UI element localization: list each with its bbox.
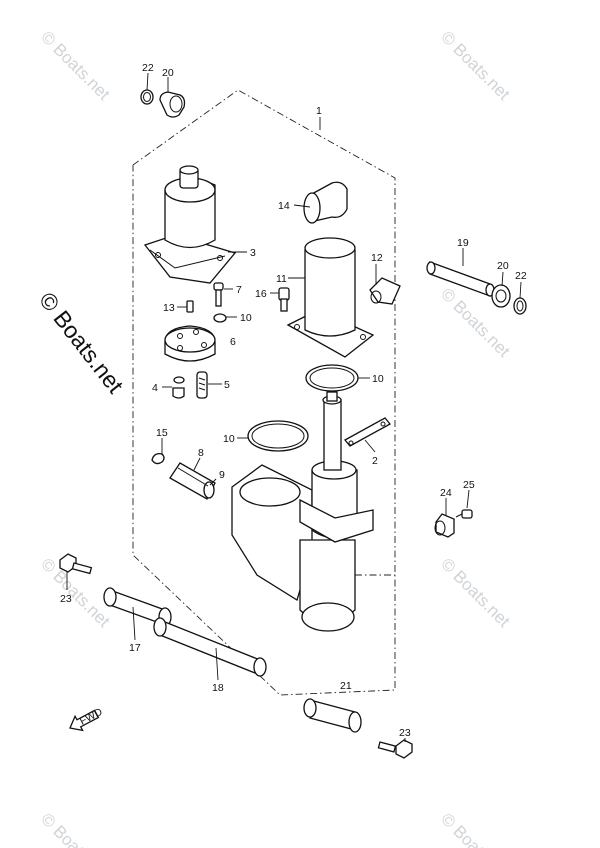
label-part-18: 18 xyxy=(212,682,224,694)
bushing-24 xyxy=(434,513,455,538)
watermark-top-right: © Boats.net xyxy=(437,27,514,104)
label-part-5: 5 xyxy=(224,379,230,391)
fwd-arrow: FWD xyxy=(69,706,105,732)
label-part-21: 21 xyxy=(340,680,352,692)
snap-ring-22-top xyxy=(140,89,154,105)
o-ring-10-small xyxy=(213,313,227,323)
label-part-12: 12 xyxy=(371,252,383,264)
watermark-bottom-left: © Boats.net xyxy=(37,809,114,848)
label-part-23-bottom: 23 xyxy=(399,727,411,739)
pin-13 xyxy=(186,300,194,313)
bolt-23-bottom xyxy=(377,739,413,759)
pump-6 xyxy=(164,325,216,362)
plate-2 xyxy=(343,417,392,447)
label-part-9: 9 xyxy=(219,469,225,481)
cap-14 xyxy=(303,181,348,224)
label-part-24: 24 xyxy=(440,487,452,499)
label-part-23-left: 23 xyxy=(60,593,72,605)
valve-16 xyxy=(278,287,290,312)
label-part-20-top: 20 xyxy=(162,67,174,79)
label-part-14: 14 xyxy=(278,200,290,212)
watermark-lower-right: © Boats.net xyxy=(437,554,514,631)
label-part-8: 8 xyxy=(198,447,204,459)
watermark-bottom-right: © Boats.net xyxy=(437,809,514,848)
label-part-11: 11 xyxy=(276,273,287,285)
label-part-2: 2 xyxy=(372,455,378,467)
trim-motor-3 xyxy=(143,165,237,284)
label-part-10-lower: 10 xyxy=(223,433,235,445)
label-part-4: 4 xyxy=(152,382,158,394)
sleeve-21 xyxy=(303,698,362,733)
plug-12 xyxy=(369,277,401,305)
bushing-20-top xyxy=(159,91,186,118)
label-part-7: 7 xyxy=(236,284,242,296)
label-part-22-top: 22 xyxy=(142,62,154,74)
label-part-6: 6 xyxy=(230,336,236,348)
watermark-top-left: © Boats.net xyxy=(37,27,114,104)
label-part-16: 16 xyxy=(255,288,267,300)
label-part-25: 25 xyxy=(463,479,475,491)
bolt-25 xyxy=(455,509,473,519)
snap-ring-22-right xyxy=(513,297,527,315)
part-number-labels: 1 22 20 14 3 11 12 19 20 22 16 7 13 10 6… xyxy=(60,62,527,739)
watermark-prominent: © Boats.net xyxy=(34,287,129,398)
label-part-17: 17 xyxy=(129,642,141,654)
label-part-3: 3 xyxy=(250,247,256,259)
valve-5 xyxy=(196,371,208,399)
bolt-23-left xyxy=(59,553,93,575)
label-part-13: 13 xyxy=(163,302,175,314)
label-part-19: 19 xyxy=(457,237,469,249)
manual-valve-8 xyxy=(169,462,216,500)
label-part-10-small: 10 xyxy=(240,312,252,324)
trim-cylinder-body xyxy=(231,391,374,632)
assembly-boundary xyxy=(132,89,396,696)
label-part-20-right: 20 xyxy=(497,260,509,272)
tube-17 xyxy=(103,587,172,627)
fwd-arrow-label: FWD xyxy=(78,706,105,728)
label-part-15: 15 xyxy=(156,427,168,439)
bolt-7 xyxy=(213,282,224,307)
label-part-22-right: 22 xyxy=(515,270,527,282)
check-4 xyxy=(172,376,185,399)
o-ring-10-upper xyxy=(305,364,359,392)
pin-19 xyxy=(426,261,495,297)
tube-18 xyxy=(153,617,267,677)
clip-15 xyxy=(151,452,165,465)
label-part-1: 1 xyxy=(316,105,322,117)
bushing-20-right xyxy=(491,284,511,308)
reservoir-11 xyxy=(286,237,375,358)
label-part-10-upper: 10 xyxy=(372,373,384,385)
leader-lines xyxy=(66,72,522,742)
o-ring-10-lower xyxy=(247,420,309,452)
